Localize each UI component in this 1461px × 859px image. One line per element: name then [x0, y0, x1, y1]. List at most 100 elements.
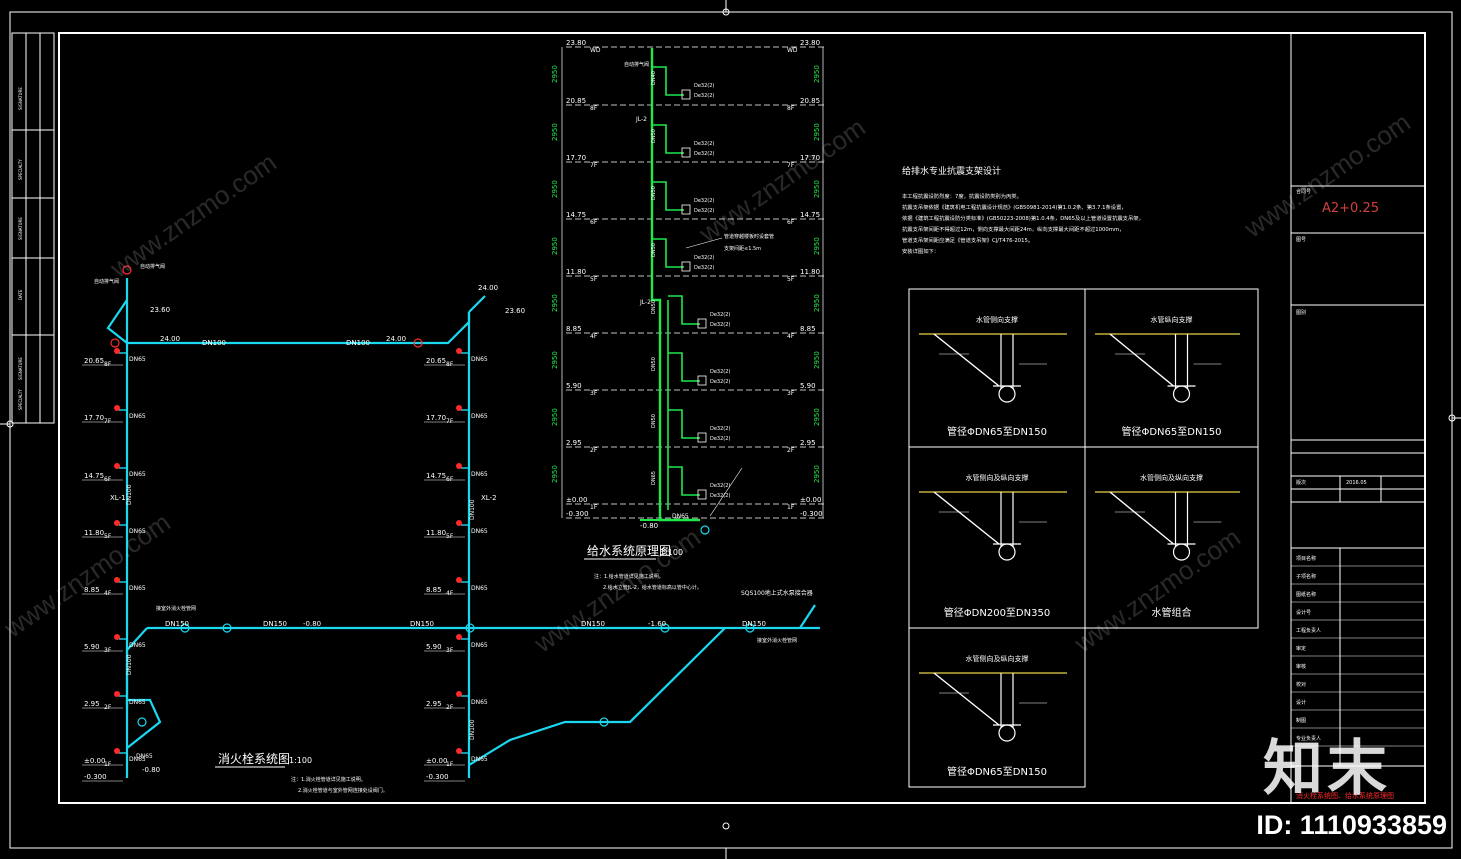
level-label: 17.70	[426, 414, 446, 422]
water-level-left: -0.300	[566, 510, 589, 518]
vent-label: 自动排气阀	[140, 263, 165, 270]
pipe-label: DN100	[126, 484, 133, 505]
tb-row-label: 专业负责人	[1296, 735, 1321, 742]
dn65-label: DN65	[471, 585, 488, 592]
valve-icon	[110, 338, 120, 348]
water-branch	[668, 352, 700, 382]
water-level-right: ±0.00	[800, 496, 821, 504]
hydrant-icon	[456, 577, 462, 583]
spacing-label: 2950	[813, 237, 821, 255]
water-floor-label: 5F	[787, 276, 795, 283]
top-el-label: 24.00	[478, 284, 498, 292]
water-riser-label: JL-2	[639, 299, 651, 306]
el-label: -0.80	[142, 766, 160, 774]
panel-caption: 管径ΦDN65至DN150	[1121, 425, 1221, 438]
fire-note-2: 2.消火栓管道与室外管网连接处设阀门。	[298, 787, 388, 794]
water-level-left: 2.95	[566, 439, 582, 447]
inlet-label: SQS100地上式水泵接合器	[741, 589, 813, 597]
tb-row-label: 图纸名称	[1296, 591, 1316, 598]
level-label: ±0.00	[426, 757, 447, 765]
water-dn-label: DN50	[651, 414, 657, 428]
seismic-heading: 给排水专业抗震支架设计	[902, 165, 1001, 177]
level-label: 14.75	[84, 472, 104, 480]
valve-icon	[745, 623, 755, 633]
spacing-label: 2950	[813, 294, 821, 312]
spacing-label: 2950	[551, 465, 559, 483]
support-panel	[908, 627, 1086, 788]
pipe-label: DN150	[263, 620, 287, 628]
water-level-right: 23.80	[800, 39, 820, 47]
water-meter-icon	[697, 432, 707, 443]
hydrant-icon	[114, 577, 120, 583]
floor-label: 3F	[104, 647, 112, 654]
floor-label: 5F	[446, 533, 454, 540]
branch-label: De32(2)	[694, 93, 714, 99]
tb-row-label: 校对	[1296, 681, 1306, 688]
dn65-label: DN65	[129, 471, 146, 478]
level-label: ±0.00	[84, 757, 105, 765]
water-dn-label: DN40	[651, 71, 657, 85]
water-note: 自动排气阀	[624, 61, 649, 68]
tb-row-label: 审定	[1296, 645, 1306, 652]
panel-caption: 管径ΦDN65至DN150	[947, 765, 1047, 778]
water-floor-label: 2F	[787, 447, 795, 454]
water-level-right: 11.80	[800, 268, 820, 276]
water-meter-icon	[697, 375, 707, 386]
valve-icon	[137, 717, 147, 727]
tb-label: 版次	[1296, 479, 1306, 486]
el-label: -1.60	[648, 620, 666, 628]
water-floor-label: 4F	[787, 333, 795, 340]
branch-label: De32(2)	[710, 312, 730, 318]
strip-label: SPECIALTY	[18, 389, 23, 410]
dn65-label: DN65	[471, 699, 488, 706]
hydrant-icon	[456, 405, 462, 411]
water-level-right: 5.90	[800, 382, 816, 390]
level-label: 2.95	[84, 700, 100, 708]
left-bottom-branch	[125, 627, 162, 749]
water-level-left: 14.75	[566, 211, 586, 219]
floor-label: 4F	[104, 590, 112, 597]
inlet-dn: DN65	[672, 513, 689, 520]
water-riser-label: JL-2	[635, 116, 647, 123]
water-note-2: 2.给水立管JL-2，给水管道标高以管中心计。	[603, 584, 702, 591]
strip-label: SIGNATURE	[18, 217, 23, 240]
branch-label: De32(2)	[694, 141, 714, 147]
floor-label: 2F	[104, 704, 112, 711]
water-floor-label: 3F	[787, 390, 795, 397]
level-label: 11.80	[84, 529, 104, 537]
dn65-label: DN65	[471, 528, 488, 535]
water-branch	[668, 295, 700, 325]
water-meter-icon	[697, 489, 707, 500]
leader-line	[709, 467, 743, 517]
el-label: -0.80	[303, 620, 321, 628]
dn65-label: DN65	[471, 413, 488, 420]
level-label: -0.300	[426, 773, 449, 781]
floor-label: 4F	[446, 590, 454, 597]
spacing-label: 2950	[551, 65, 559, 83]
top-left-branch	[106, 299, 128, 344]
panel-caption: 水管组合	[1152, 606, 1192, 619]
hydrant-icon	[114, 463, 120, 469]
branch-label: De32(2)	[710, 426, 730, 432]
valve-icon	[599, 717, 609, 727]
spacing-label: 2950	[551, 237, 559, 255]
tb-label: 图别	[1296, 309, 1306, 316]
water-floor-label: 2F	[590, 447, 598, 454]
hydrant-icon	[456, 463, 462, 469]
water-riser-jl2	[650, 48, 700, 522]
spacing-label: 2950	[813, 408, 821, 426]
hydrant-icon	[456, 691, 462, 697]
water-meter-icon	[681, 204, 691, 215]
water-dn-label: DN50	[651, 129, 657, 143]
outlet-label: 接室外消火栓管网	[757, 637, 797, 644]
top-el-label: 24.00	[386, 335, 406, 343]
leader-line	[685, 237, 723, 249]
riser-label: XL-1	[110, 494, 126, 502]
water-floor-label: WD	[787, 47, 798, 54]
pipe-label: DN150	[165, 620, 189, 628]
floor-label: 7F	[446, 418, 454, 425]
floor-label: 6F	[446, 476, 454, 483]
pipe-label: DN150	[410, 620, 434, 628]
